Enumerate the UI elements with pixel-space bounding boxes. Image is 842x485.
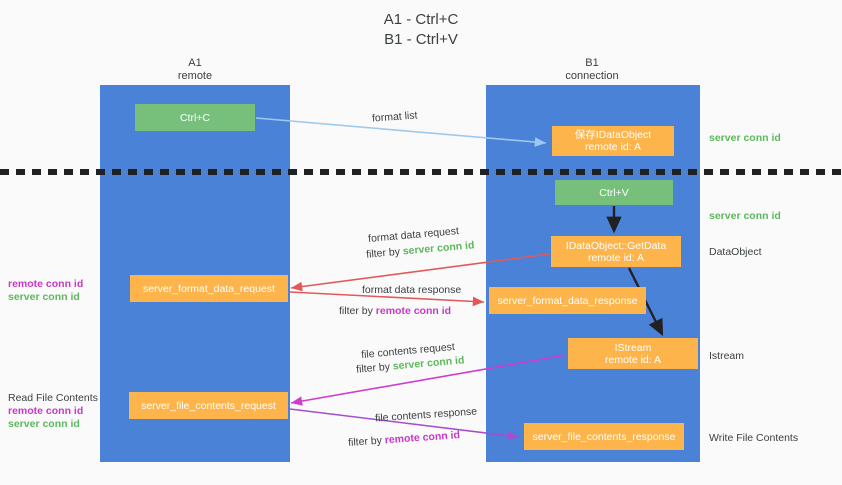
annotation-read-file-contents: Read File Contents xyxy=(8,392,98,404)
annotation-server-conn-id-lower: server conn id xyxy=(8,418,80,430)
filter-by-label-1: filter by xyxy=(365,245,404,261)
box-save-idataobject[interactable]: 保存IDataObject remote id: A xyxy=(552,126,674,156)
caption-filter-by-remote-conn-id-1: filter by remote conn id xyxy=(339,304,451,318)
page-title: A1 - Ctrl+C B1 - Ctrl+V xyxy=(383,11,459,48)
annotation-conn-ids-lower: remote conn id server conn id xyxy=(8,405,100,431)
remote-conn-id-token-2: remote conn id xyxy=(384,429,461,447)
annotation-remote-conn-id-lower: remote conn id xyxy=(8,405,84,417)
box-server-format-data-response[interactable]: server_format_data_response xyxy=(489,287,646,314)
filter-by-label-2: filter by xyxy=(339,305,376,317)
caption-format-data-response: format data response xyxy=(362,284,462,296)
annotation-conn-ids-upper: remote conn id server conn id xyxy=(8,278,100,304)
caption-file-contents-response: file contents response xyxy=(374,405,478,425)
remote-conn-id-token-1: remote conn id xyxy=(375,305,452,317)
box-ctrl-v[interactable]: Ctrl+V xyxy=(555,180,673,205)
box-idataobject-getdata[interactable]: IDataObject::GetData remote id: A xyxy=(551,236,681,267)
box-istream[interactable]: IStream remote id: A xyxy=(568,338,698,369)
annotation-write-file-contents: Write File Contents xyxy=(709,432,799,444)
box-server-file-contents-response[interactable]: server_file_contents_response xyxy=(524,423,684,450)
filter-by-label-3: filter by xyxy=(355,360,394,376)
box-server-format-data-request[interactable]: server_format_data_request xyxy=(130,275,288,302)
filter-by-label-4: filter by xyxy=(347,434,386,449)
column-header-a1: A1 remote xyxy=(177,57,213,82)
column-header-b1: B1 connection xyxy=(565,57,619,82)
caption-filter-by-remote-conn-id-2: filter by remote conn id xyxy=(348,428,461,450)
annotation-server-conn-id-upper: server conn id xyxy=(8,291,80,303)
annotation-remote-conn-id-upper: remote conn id xyxy=(8,278,84,290)
annotation-istream: Istream xyxy=(709,350,745,362)
box-server-file-contents-request[interactable]: server_file_contents_request xyxy=(129,392,288,419)
caption-format-list: format list xyxy=(371,109,418,125)
annotation-server-conn-id-mid: server conn id xyxy=(709,210,781,222)
annotation-dataobject: DataObject xyxy=(709,246,762,258)
box-ctrl-c[interactable]: Ctrl+C xyxy=(135,104,255,131)
annotation-server-conn-id-top: server conn id xyxy=(709,132,781,144)
